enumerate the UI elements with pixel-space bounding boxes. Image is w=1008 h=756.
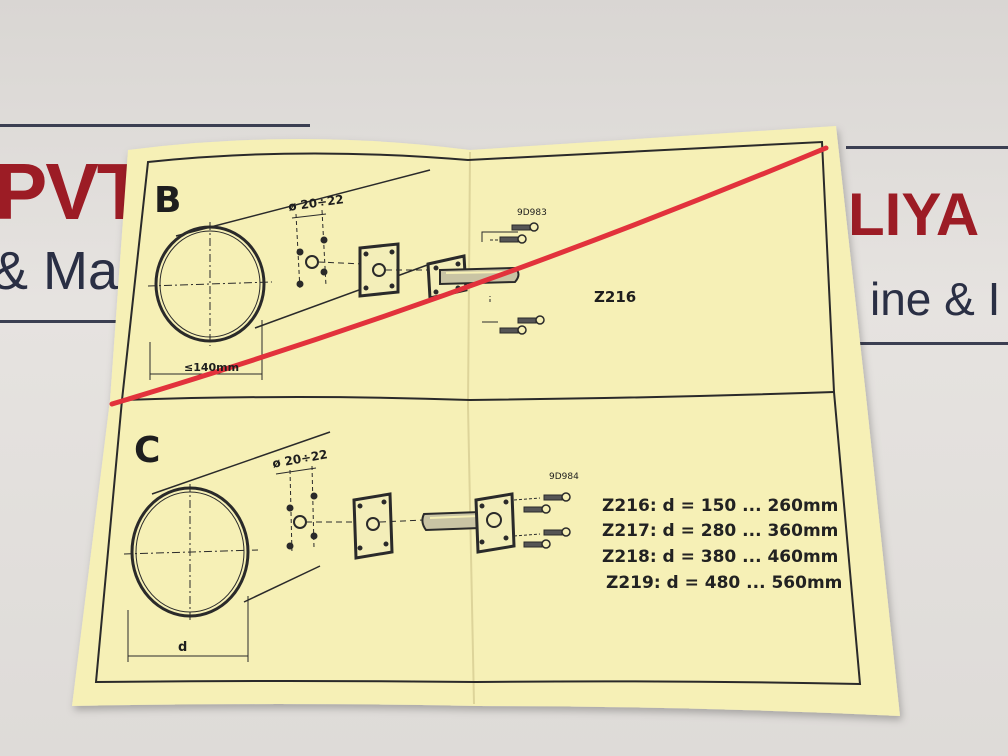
section-b-size-limit: ≤140mm	[184, 361, 240, 374]
section-b-part-code: 9D983	[517, 208, 547, 218]
bg-rule-mid-right	[860, 342, 1008, 345]
section-c-screws	[513, 492, 571, 549]
fold-line	[466, 151, 475, 705]
spec-line: Z216: d = 150 ... 260mm	[602, 496, 839, 516]
section-c-pole	[123, 431, 331, 662]
bg-rule-mid-left	[0, 320, 150, 323]
section-b-letter: B	[154, 180, 182, 221]
section-c-part-code: 9D984	[549, 472, 579, 482]
bg-rule-top-right	[846, 146, 1008, 149]
section-c-letter: C	[134, 430, 161, 471]
spec-line: Z219: d = 480 ... 560mm	[606, 573, 843, 593]
bg-brand-left: PVT	[0, 147, 146, 236]
bg-brand-right: LIYA	[848, 181, 980, 248]
section-b-model-label: Z216	[594, 288, 637, 306]
bg-tagline-left: & Ma	[0, 241, 119, 301]
section-c-base-plate	[352, 492, 425, 560]
section-b-hole-pattern	[291, 209, 365, 291]
section-b-pole	[147, 169, 431, 380]
red-strike-line	[109, 145, 829, 407]
section-b-screws	[481, 222, 545, 335]
diagram-frame	[94, 140, 862, 686]
bg-tagline-right: ine & I	[870, 273, 1001, 325]
section-c-bracket	[421, 492, 516, 554]
section-c-hole-pattern	[275, 465, 352, 555]
spec-line: Z218: d = 380 ... 460mm	[602, 547, 839, 567]
spec-line: Z217: d = 280 ... 360mm	[602, 521, 839, 541]
section-b-base-plate	[358, 242, 428, 298]
paper-sheet	[72, 126, 900, 716]
bg-rule-top-left	[0, 124, 310, 127]
section-c-dimension-label: d	[178, 640, 188, 655]
